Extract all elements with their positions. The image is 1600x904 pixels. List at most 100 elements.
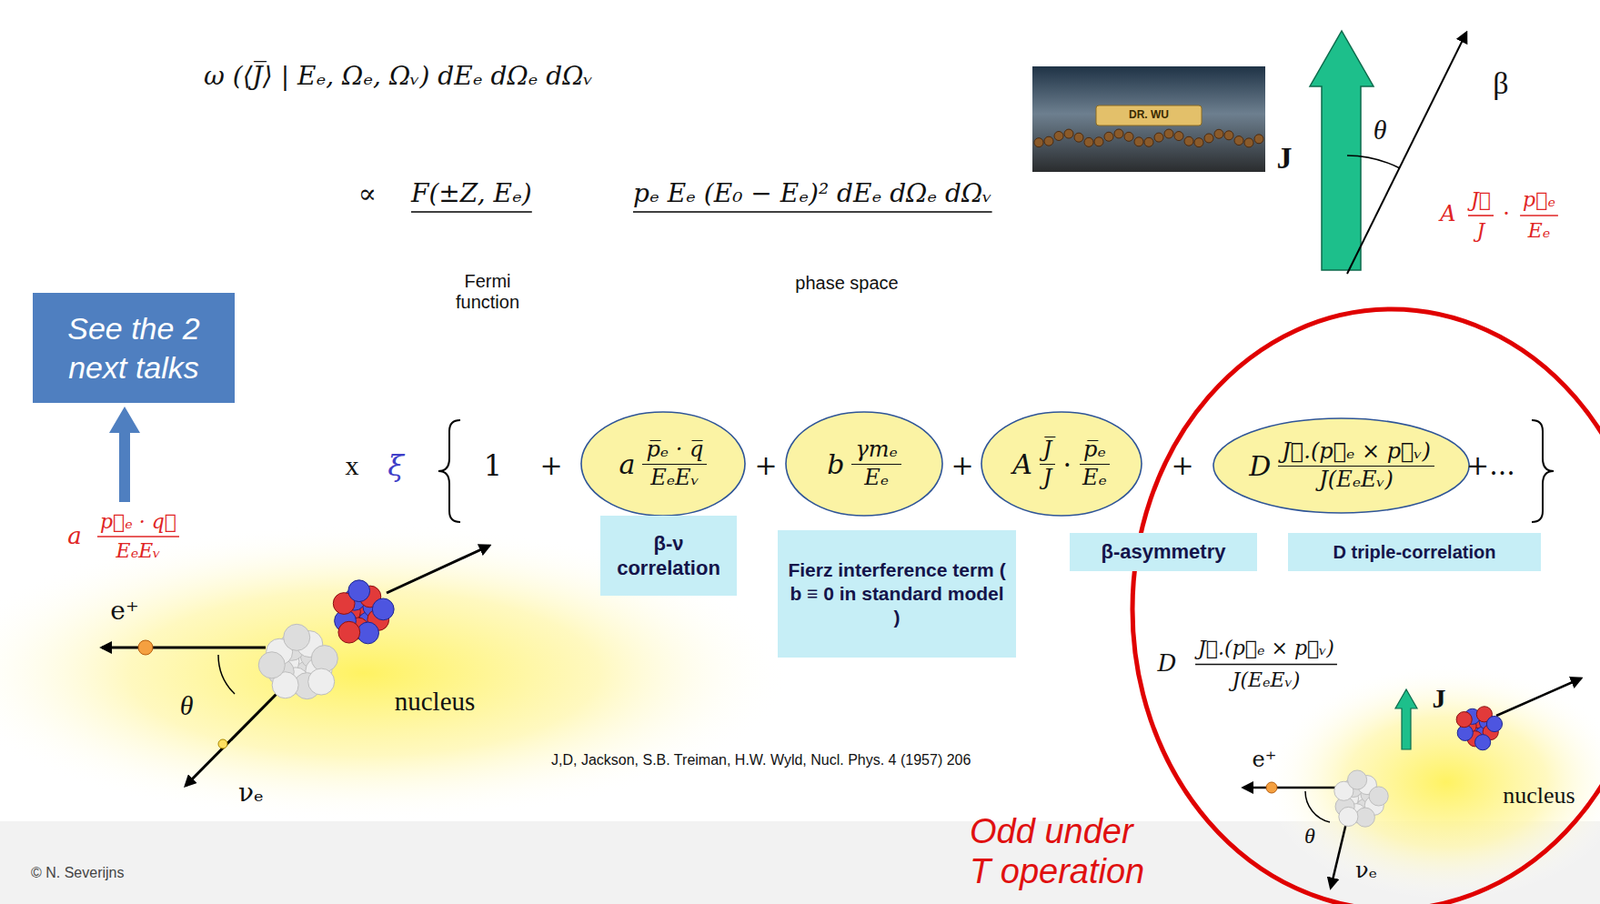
plus-sign: + bbox=[754, 450, 777, 483]
term-ellipse: DJ⃗.(p⃗ₑ × p⃗ᵥ)J(EₑEᵥ) bbox=[1211, 416, 1471, 515]
term-name-box: β-asymmetry bbox=[1069, 533, 1258, 572]
nucleon-grey bbox=[1355, 807, 1375, 827]
coefficient: D bbox=[1248, 450, 1271, 483]
citation: J,D, Jackson, S.B. Treiman, H.W. Wyld, N… bbox=[551, 752, 971, 769]
formula-part: A bbox=[1439, 201, 1456, 228]
beta-direction bbox=[1347, 32, 1467, 274]
left-brace bbox=[438, 420, 461, 523]
underline bbox=[411, 211, 533, 213]
rate-formula: ω (⟨J̅⟩ | Eₑ, Ωₑ, Ωᵥ) dEₑ dΩₑ dΩᵥ bbox=[203, 61, 594, 91]
bead bbox=[1174, 131, 1184, 141]
fraction-bar bbox=[1195, 664, 1338, 666]
bead bbox=[1254, 134, 1264, 144]
nucleon-grey bbox=[1368, 786, 1389, 806]
spin-arrow bbox=[1395, 689, 1418, 750]
term-name-box: β-ν correlation bbox=[600, 515, 737, 596]
particle-label: e⁺ bbox=[1252, 747, 1278, 774]
particle-label: νₑ bbox=[238, 778, 264, 808]
plus-sign: + bbox=[539, 450, 563, 483]
term-name-box: Fierz interference term ( b ≡ 0 in stand… bbox=[777, 530, 1017, 658]
positron bbox=[1266, 782, 1278, 794]
term-formula: AJ̅J·p̅ₑEₑ bbox=[1012, 437, 1111, 491]
box-text: β-asymmetry bbox=[1101, 539, 1227, 565]
coefficient: a bbox=[619, 448, 636, 481]
term-ellipse: ap̅ₑ · q̅EₑEᵥ bbox=[579, 410, 747, 518]
coefficient: A bbox=[1012, 448, 1033, 481]
plus-sign: +... bbox=[1466, 450, 1516, 483]
angle-symbol: θ bbox=[180, 690, 194, 723]
bead bbox=[1134, 137, 1144, 147]
bead bbox=[1104, 131, 1114, 141]
bead bbox=[1234, 136, 1244, 146]
nucleon bbox=[1474, 734, 1490, 751]
positron-track bbox=[1243, 786, 1338, 790]
ellipse-shape bbox=[581, 412, 745, 516]
nucleon-grey bbox=[283, 623, 311, 651]
nucleon bbox=[338, 621, 361, 644]
coefficient: b bbox=[826, 448, 845, 481]
term-ellipse: AJ̅J·p̅ₑEₑ bbox=[979, 410, 1144, 518]
term-caption: Fermi function bbox=[442, 271, 534, 313]
angle-symbol: θ bbox=[1373, 114, 1388, 147]
formula-part: Eₑ bbox=[1528, 219, 1551, 242]
particle-label: nucleus bbox=[1502, 782, 1575, 810]
nucleon-grey bbox=[311, 645, 338, 673]
numerator: γmₑ bbox=[851, 437, 901, 465]
bead bbox=[1084, 137, 1094, 147]
bead bbox=[1184, 136, 1194, 146]
particle-label: νₑ bbox=[1355, 858, 1378, 885]
angle-arc bbox=[1305, 791, 1330, 823]
denominator: EₑEᵥ bbox=[646, 464, 703, 492]
bead bbox=[1114, 129, 1124, 139]
fermi-function: F(±Z, Eₑ) bbox=[411, 179, 533, 209]
denominator: Eₑ bbox=[860, 464, 893, 492]
fraction: p̅ₑ · q̅EₑEᵥ bbox=[642, 437, 707, 491]
bead bbox=[1034, 138, 1044, 148]
nucleus-picture bbox=[258, 580, 394, 700]
plus-sign: + bbox=[1170, 450, 1194, 483]
formula-part: J bbox=[1477, 219, 1486, 242]
nucleus-picture bbox=[1334, 706, 1503, 827]
fraction: γmₑEₑ bbox=[851, 437, 901, 491]
bead bbox=[1074, 132, 1084, 142]
plaque-text: DR. WU bbox=[1128, 109, 1169, 122]
bead bbox=[1164, 129, 1174, 139]
nucleon-grey bbox=[1338, 806, 1359, 826]
talks-box: See the 2 next talks bbox=[32, 292, 235, 403]
photo bbox=[1032, 66, 1266, 172]
nucleon-grey bbox=[308, 668, 335, 695]
glow bbox=[1264, 664, 1600, 901]
formula-part: D bbox=[1157, 650, 1178, 678]
bead bbox=[1244, 138, 1254, 148]
bead bbox=[1094, 137, 1104, 147]
term-formula: ap̅ₑ · q̅EₑEᵥ bbox=[619, 437, 708, 491]
right-brace bbox=[1531, 420, 1554, 523]
name-plaque bbox=[1096, 105, 1202, 126]
particle-label: e⁺ bbox=[110, 596, 139, 626]
formula-part: J(EₑEᵥ) bbox=[1232, 668, 1301, 692]
ellipse-shape bbox=[785, 412, 943, 516]
fraction-bar bbox=[1519, 214, 1559, 217]
ellipse-shape bbox=[981, 412, 1142, 516]
bead bbox=[1124, 131, 1134, 141]
one: 1 bbox=[483, 449, 503, 484]
bead bbox=[1214, 129, 1224, 139]
numerator: J̅ bbox=[1039, 437, 1057, 465]
nucleon bbox=[348, 580, 371, 603]
beta-symbol: β bbox=[1492, 65, 1509, 101]
spin-symbol: J bbox=[1432, 683, 1447, 715]
formula-part: · bbox=[1502, 201, 1510, 228]
spin-symbol: J bbox=[1277, 140, 1293, 176]
fraction: p̅ₑEₑ bbox=[1078, 437, 1111, 491]
times-sign: x bbox=[345, 450, 360, 483]
bead-chain bbox=[1034, 129, 1264, 148]
nucleon-grey bbox=[258, 652, 285, 679]
fraction: J̅J bbox=[1039, 437, 1057, 491]
plus-sign: + bbox=[950, 450, 974, 483]
formula-part: p⃗ₑ · q⃗ bbox=[100, 510, 177, 534]
fraction: J⃗.(p⃗ₑ × p⃗ᵥ)J(EₑEᵥ) bbox=[1277, 439, 1435, 493]
highlight-circle bbox=[1132, 309, 1600, 904]
box-text: β-ν correlation bbox=[607, 531, 730, 582]
bead bbox=[1064, 129, 1074, 139]
box-text: D triple-correlation bbox=[1333, 541, 1497, 564]
